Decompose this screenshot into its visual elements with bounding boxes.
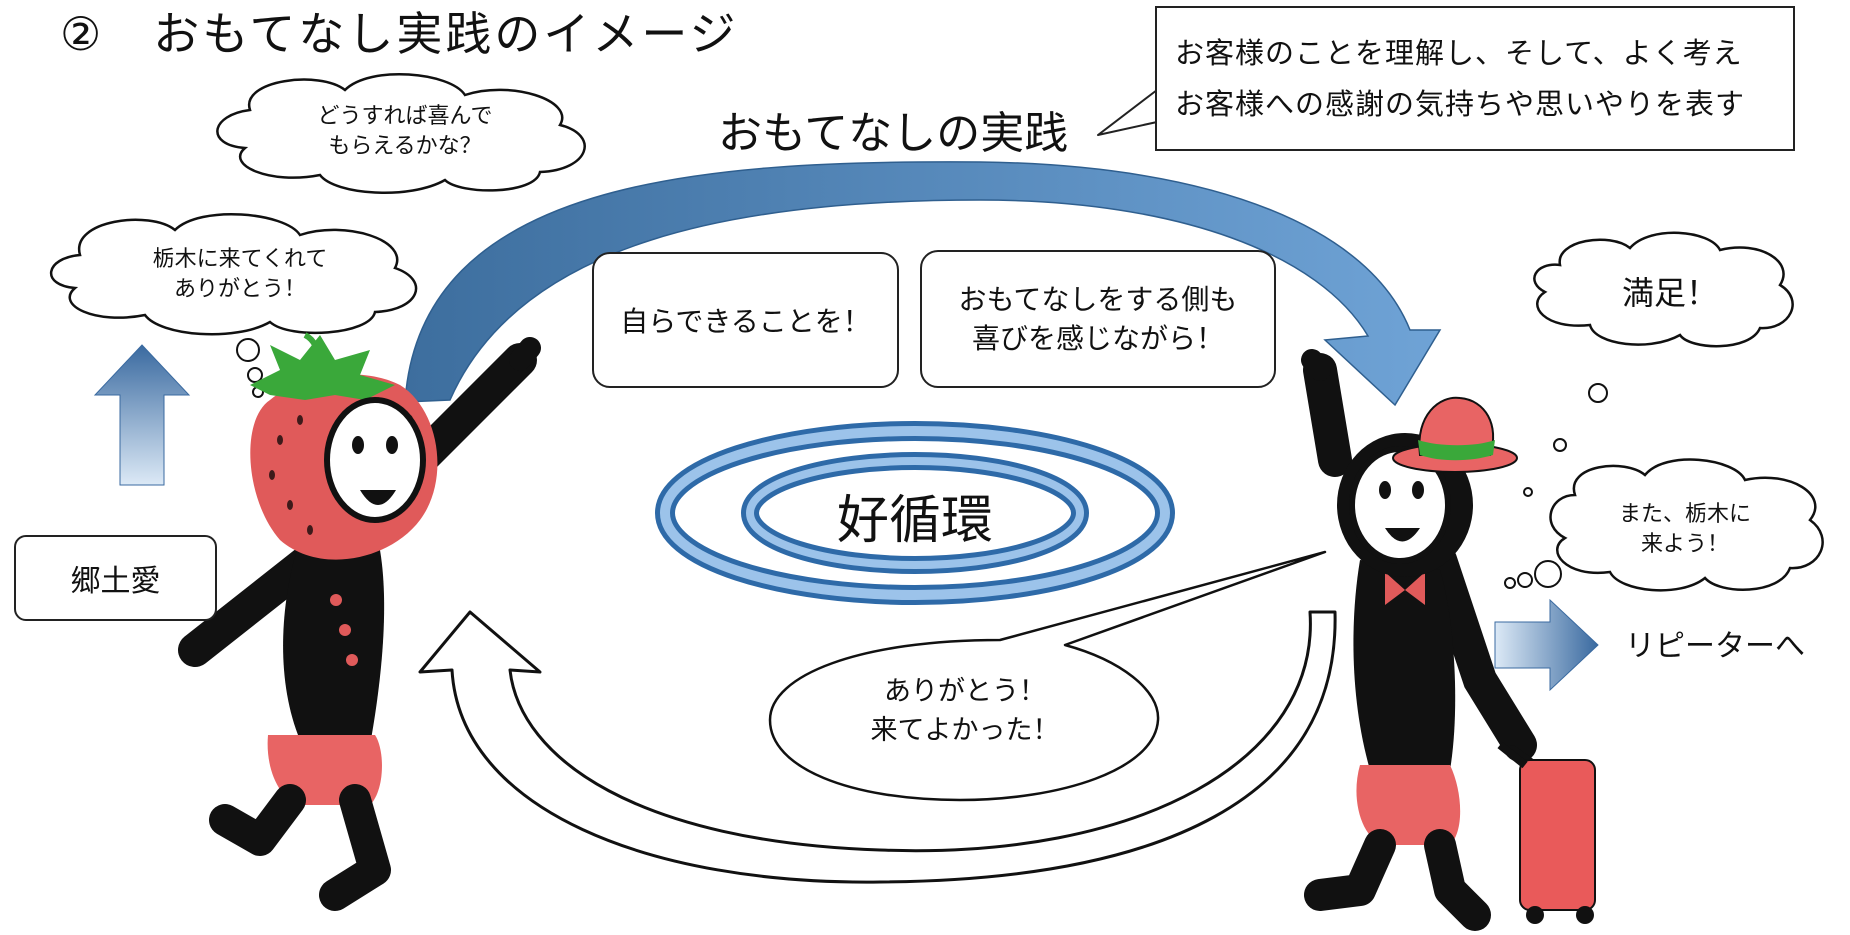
thought-dot (1504, 577, 1516, 589)
kyodoai-text: 郷土愛 (70, 564, 161, 599)
guest-again-text: また、栃木に 来よう！ (1618, 502, 1751, 557)
host-think-cloud (216, 73, 586, 194)
outer-ring-inner (660, 426, 1170, 600)
thought-dot (1588, 383, 1608, 403)
kyodoai-box: 郷土愛 (14, 535, 217, 621)
host-character (178, 332, 541, 911)
thought-dot (1553, 438, 1567, 452)
guest-speech-text: ありがとう！ 来てよかった！ (870, 676, 1060, 747)
host-thanks-cloud (50, 213, 418, 336)
thought-dot (247, 367, 263, 383)
host-think-text: どうすれば喜んで もらえるかな？ (317, 104, 493, 159)
guest-again-cloud (1549, 458, 1824, 592)
thought-dot (1523, 487, 1533, 497)
host-joy-line-1: おもてなしをする側も (958, 282, 1238, 316)
inner-ring-light (746, 457, 1084, 569)
return-arc-arrow (418, 610, 1337, 884)
cycle-label: 好循環 (836, 491, 993, 551)
host-thanks-text: 栃木に来てくれて ありがとう！ (152, 247, 328, 302)
note-line-2: お客様への感謝の気持ちや思いやりを表す (1175, 86, 1746, 121)
self-action-box: 自らできることを！ (592, 252, 899, 388)
guest-character (1301, 349, 1596, 931)
thought-dot (1534, 560, 1562, 588)
practice-arc-arrow (404, 161, 1442, 407)
repeater-label: リピーターへ (1625, 629, 1805, 664)
speech-bubble (768, 550, 1327, 802)
page-title: ② おもてなし実践のイメージ (60, 7, 739, 61)
host-joy-line-2: 喜びを感じながら！ (971, 322, 1224, 355)
practice-label: おもてなしの実践 (718, 108, 1069, 159)
note-box: お客様のことを理解し、そして、よく考え お客様への感謝の気持ちや思いやりを表す (1155, 6, 1795, 151)
thought-dot (1517, 572, 1533, 588)
up-arrow (93, 344, 191, 486)
note-line-1: お客様のことを理解し、そして、よく考え (1175, 35, 1743, 70)
thought-dot (236, 338, 260, 362)
self-action-text: 自らできることを！ (620, 305, 871, 338)
right-arrow (1494, 598, 1599, 692)
guest-satisfied-cloud (1533, 231, 1794, 348)
host-joy-box: おもてなしをする側も 喜びを感じながら！ (920, 250, 1276, 388)
guest-satisfied-text: 満足！ (1621, 274, 1718, 312)
note-tail (1097, 89, 1158, 136)
